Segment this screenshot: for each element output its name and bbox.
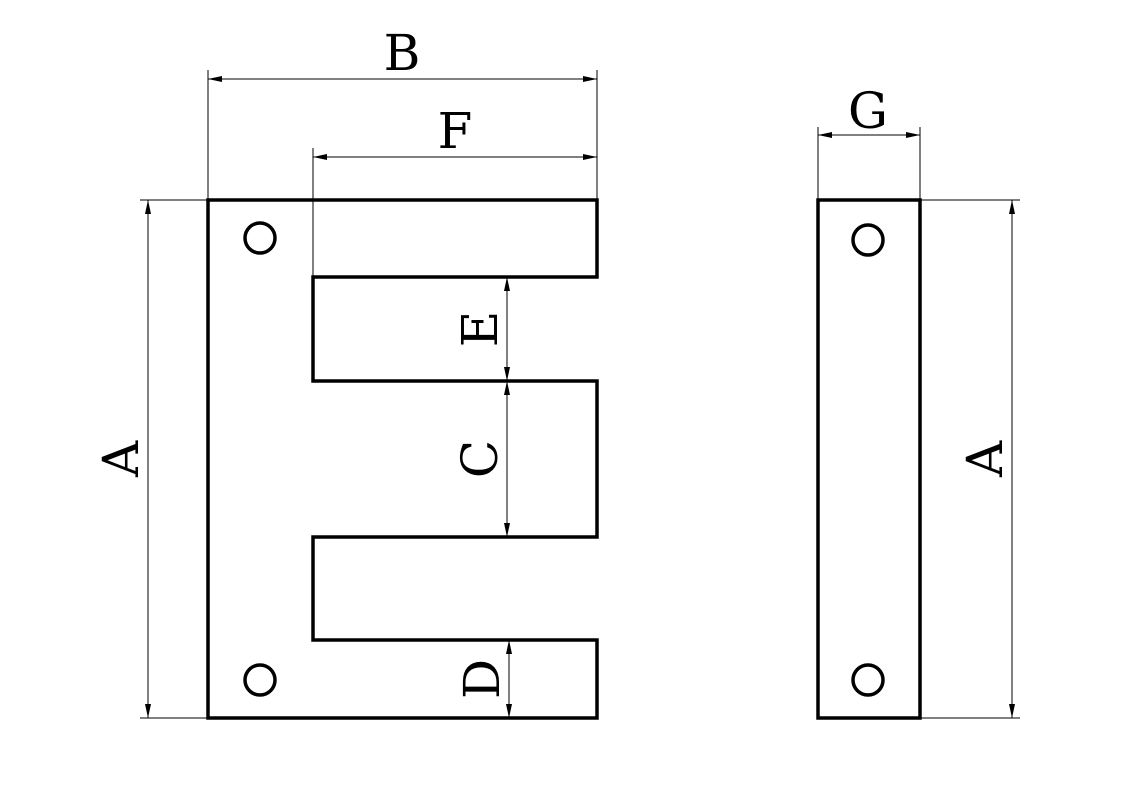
dimension-lines <box>145 76 1015 718</box>
label-c: C <box>451 440 509 478</box>
i-bar-outline <box>816 198 922 720</box>
extension-lines <box>140 70 1020 719</box>
label-g: G <box>848 82 888 140</box>
label-a-right: A <box>956 440 1014 478</box>
e-core-lamination <box>206 198 599 720</box>
label-f: F <box>438 102 473 160</box>
i-bar-hole-top <box>851 223 885 257</box>
i-bar-hole-bottom <box>851 663 885 697</box>
label-d: D <box>453 659 511 699</box>
i-bar-lamination <box>816 198 922 720</box>
label-e: E <box>451 311 509 348</box>
dimension-labels: B F G A E C D A <box>92 24 1014 699</box>
e-core-outline <box>206 198 599 720</box>
label-b: B <box>384 24 421 82</box>
e-core-hole-bottom <box>243 663 277 697</box>
e-core-hole-top <box>243 221 277 255</box>
label-a-left: A <box>92 440 150 478</box>
